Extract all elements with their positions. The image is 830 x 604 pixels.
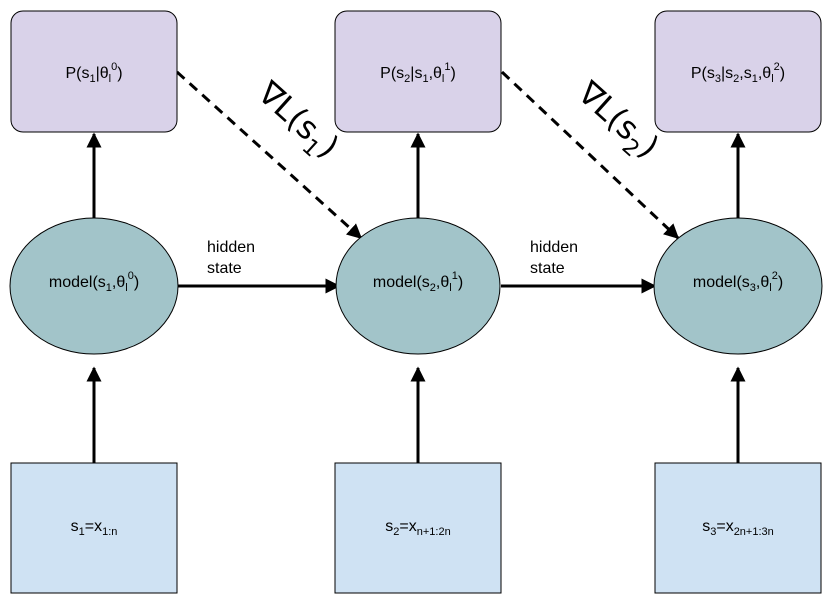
model-node-2 [335, 217, 501, 355]
output-label-2: P(s2|s1,θl1) [380, 61, 456, 85]
input-node-3 [654, 462, 822, 594]
output-nodes: P(s1|θl0) P(s2|s1,θl1) P(s3|s2,s1,θl2) [10, 10, 822, 133]
model-node-1 [9, 217, 179, 355]
output-label-3: P(s3|s2,s1,θl2) [691, 61, 785, 85]
edges [86, 70, 746, 463]
input-node-2 [334, 462, 502, 594]
input-label-2: s2=xn+1:2n [385, 518, 450, 538]
model-label-3: model(s3,θl2) [693, 270, 783, 294]
input-label-3: s3=x2n+1:3n [702, 518, 774, 538]
output-node-1 [10, 10, 178, 133]
input-nodes: s1=x1:n s2=xn+1:2n s3=x2n+1:3n [10, 462, 822, 594]
output-node-3 [654, 10, 822, 133]
hidden-state-labels: hidden state hidden state [207, 239, 583, 277]
model-nodes: model(s1,θl0) model(s2,θl1) model(s3,θl2… [9, 217, 823, 355]
gradient-edge-2 [500, 70, 680, 240]
gradient-label-1: ∇L(s1) [245, 73, 346, 171]
gradient-label-2: ∇L(s2) [565, 73, 666, 171]
input-node-1 [10, 462, 178, 594]
gradient-edge-1 [175, 70, 363, 240]
hidden-state-label-1: hidden state [207, 239, 260, 277]
output-label-1: P(s1|θl0) [65, 61, 122, 85]
hidden-state-label-2: hidden state [530, 239, 583, 277]
model-node-3 [653, 217, 823, 355]
model-label-1: model(s1,θl0) [49, 270, 139, 294]
output-node-2 [334, 10, 502, 133]
input-label-1: s1=x1:n [71, 518, 118, 538]
model-label-2: model(s2,θl1) [373, 270, 463, 294]
